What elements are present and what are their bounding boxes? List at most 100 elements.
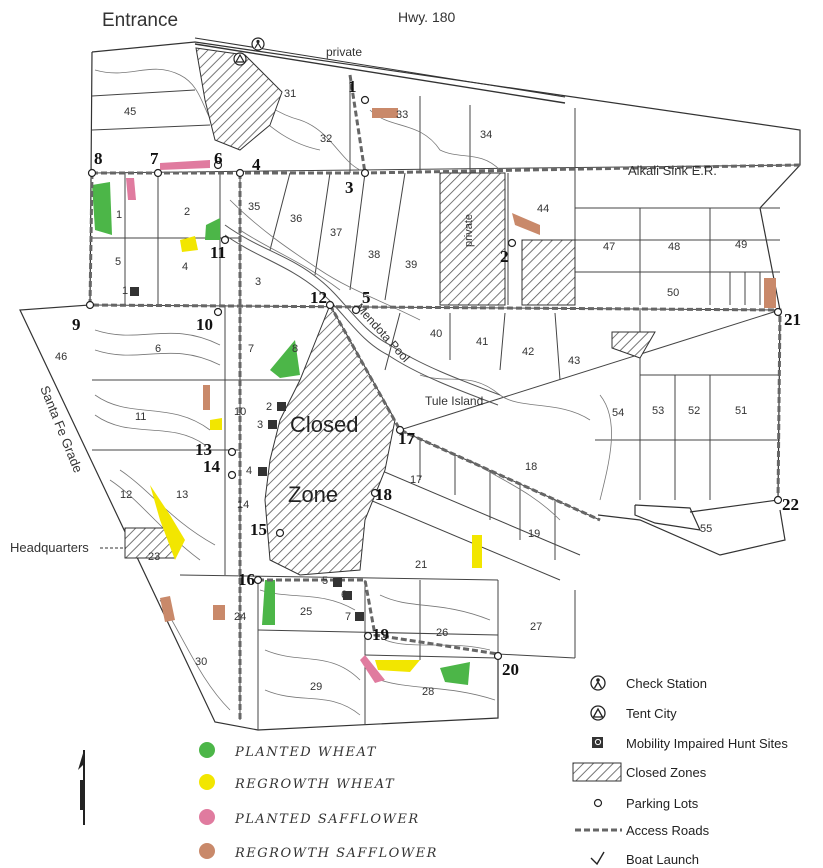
- regrowth-safflower-patch: [512, 213, 540, 235]
- symbol-legend: Check Station Tent City Mobility Impaire…: [572, 675, 788, 867]
- wheelchair-icon: [277, 402, 286, 411]
- hunt-site-number-6: 6: [341, 589, 347, 601]
- parking-lots-label: Parking Lots: [626, 796, 699, 811]
- closed-zones-label: Closed Zones: [626, 765, 707, 780]
- parking-lot-number-21: 21: [784, 310, 801, 329]
- parcel-number-30: 30: [195, 656, 207, 668]
- parcel-number-47: 47: [603, 241, 615, 253]
- boat-launch-label: Boat Launch: [626, 852, 699, 867]
- parcel-number-37: 37: [330, 227, 342, 239]
- parking-lot-number-5: 5: [362, 288, 371, 307]
- boat-launch-icon: [590, 851, 605, 866]
- parcel-number-11: 11: [135, 411, 146, 423]
- parcel-number-42: 42: [522, 346, 534, 358]
- parking-lot-1: [360, 95, 370, 105]
- parking-lot-14: [227, 470, 237, 480]
- alkali-sink-label: Alkali Sink E.R.: [628, 163, 717, 178]
- parcel-number-50: 50: [667, 287, 679, 299]
- hunt-site-number-2: 2: [266, 401, 272, 413]
- river: [224, 224, 501, 406]
- parking-lot-2: [507, 238, 517, 248]
- tent-city-icon: [590, 705, 606, 721]
- planted-safflower-patch: [160, 160, 210, 170]
- parking-lot-22: [773, 495, 783, 505]
- private-vertical-label: private: [463, 214, 475, 247]
- north-arrow-icon: [78, 750, 85, 825]
- parking-lot-number-14: 14: [203, 457, 221, 476]
- wheelchair-icon: [343, 591, 352, 600]
- hunt-site-number-5: 5: [322, 575, 328, 587]
- check-station-label: Check Station: [626, 676, 707, 691]
- closed-zones: [124, 47, 656, 576]
- parcel-number-53: 53: [652, 405, 664, 417]
- regrowth-safflower-patch: [213, 605, 225, 620]
- parcel-number-33: 33: [396, 109, 408, 121]
- parking-lot-number-12: 12: [310, 288, 327, 307]
- hatch-icon: [572, 762, 622, 782]
- parking-lot-8: [87, 168, 97, 178]
- parcel-number-1a: 1: [116, 209, 122, 221]
- tent-city-label: Tent City: [626, 706, 677, 721]
- parcel-number-40: 40: [430, 328, 442, 340]
- closed-zone-east-a: [439, 172, 506, 306]
- regrowth-safflower-swatch: [199, 843, 215, 859]
- hunt-site-number-7: 7: [345, 611, 351, 623]
- parcel-number-26: 26: [436, 627, 448, 639]
- parcel-number-54: 54: [612, 407, 624, 419]
- entrance-label: Entrance: [102, 10, 178, 31]
- parking-lot-19: [363, 631, 373, 641]
- regrowth-safflower-patch: [160, 596, 175, 622]
- check-station-icon: [251, 37, 265, 51]
- parcel-number-4a: 4: [182, 261, 188, 273]
- parking-lot-number-20: 20: [502, 660, 519, 679]
- parking-lot-15: [275, 528, 285, 538]
- parking-lot-number-6: 6: [214, 149, 223, 168]
- parking-lot-number-3: 3: [345, 178, 354, 197]
- parcel-number-24: 24: [234, 611, 246, 623]
- planted-safflower-patch: [126, 178, 136, 200]
- parcel-number-55: 55: [700, 523, 712, 535]
- wheelchair-icon: [268, 420, 277, 429]
- parking-lot-17: [395, 425, 405, 435]
- planted-wheat-patch: [205, 218, 220, 240]
- closed-zone-label: Closed: [290, 412, 358, 437]
- parcel-number-23: 23: [148, 551, 160, 563]
- parking-lot-6: [213, 160, 223, 170]
- parking-lot-number-2: 2: [500, 247, 509, 266]
- access-roads: [88, 74, 801, 720]
- regrowth-wheat-patch: [150, 485, 185, 560]
- wheelchair-icon: [333, 578, 342, 587]
- regrowth-safflower-patch: [372, 108, 398, 118]
- parcel-number-34: 34: [480, 129, 492, 141]
- parcel-number-27: 27: [530, 621, 542, 633]
- closed-zone-central: [264, 303, 396, 576]
- parking-lot-21: [773, 307, 783, 317]
- zone-label: Zone: [288, 482, 338, 507]
- parking-lot-number-9: 9: [72, 315, 81, 334]
- tent-city-icon: [233, 52, 247, 66]
- crop-patches: [92, 108, 776, 685]
- parcel-number-12: 12: [120, 489, 132, 501]
- parking-lot-number-18: 18: [375, 485, 392, 504]
- parking-lot-3: [360, 168, 370, 178]
- closed-zone-north: [195, 47, 283, 151]
- parking-lot-12: [325, 300, 335, 310]
- parcel-number-41: 41: [476, 336, 488, 348]
- wheelchair-icon: [592, 737, 603, 748]
- parcel-number-31: 31: [284, 88, 296, 100]
- parcel-number-49: 49: [735, 239, 747, 251]
- parcel-number-8a: 8: [292, 343, 298, 355]
- parcel-number-2a: 2: [184, 206, 190, 218]
- mobility-impaired-label: Mobility Impaired Hunt Sites: [626, 736, 788, 751]
- parcel-number-35: 35: [248, 201, 260, 213]
- highway-label: Hwy. 180: [398, 9, 456, 25]
- wheelchair-icon: [130, 287, 139, 296]
- parcel-number-48: 48: [668, 241, 680, 253]
- hunt-site-number-3: 3: [257, 419, 263, 431]
- headquarters-label: Headquarters: [10, 540, 89, 555]
- parcel-number-51: 51: [735, 405, 747, 417]
- parking-lot-10: [213, 307, 223, 317]
- parcel-number-52: 52: [688, 405, 700, 417]
- parking-circle-icon: [593, 798, 603, 808]
